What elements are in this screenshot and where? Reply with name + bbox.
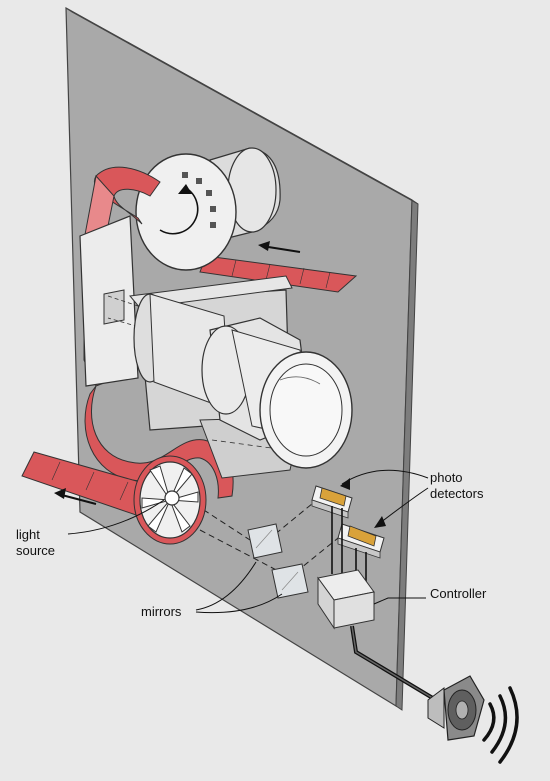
controller-box [317, 569, 375, 630]
upper-sprocket-reel [135, 147, 281, 271]
speaker-cable [350, 625, 438, 702]
speaker-icon [427, 675, 485, 741]
light-source-label: light source [16, 527, 55, 559]
photo-detectors-label-line1: photo [430, 470, 463, 485]
projection-lens [201, 317, 353, 469]
lower-sprocket-reel [133, 455, 207, 545]
sound-waves-icon [482, 686, 519, 764]
photo-detector-lower [337, 523, 385, 559]
photo-detector-upper [311, 485, 353, 519]
light-source-label-line1: light [16, 527, 40, 542]
leader-arrowheads [340, 478, 386, 528]
mirrors-label: mirrors [141, 604, 182, 619]
film-direction-arrow-upper [258, 241, 301, 253]
controller-label: Controller [430, 586, 487, 601]
film-direction-arrow-lower [54, 488, 97, 505]
film-gate [79, 215, 151, 387]
mirror-upper [247, 523, 283, 559]
photo-detectors-label: photo detectors [430, 470, 483, 502]
photo-detectors-label-line2: detectors [430, 486, 484, 501]
light-source-label-line2: source [16, 543, 56, 558]
mirror-lower [271, 563, 309, 599]
